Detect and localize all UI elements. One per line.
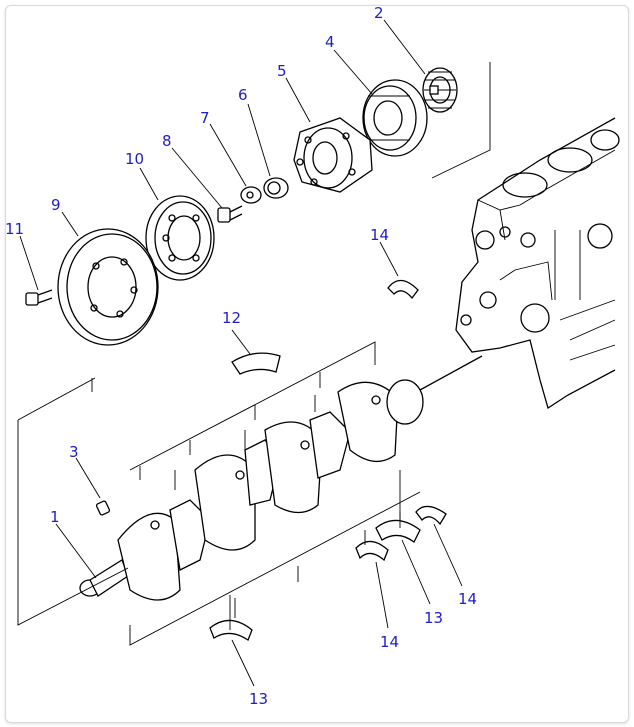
- diagram-frame: [5, 5, 629, 723]
- callout-14-lower: 14: [380, 633, 399, 651]
- callout-12: 12: [222, 309, 241, 327]
- crankshaft-part-1: [79, 355, 483, 601]
- callout-8: 8: [162, 132, 172, 150]
- callout-13-bottom: 13: [249, 690, 268, 708]
- main-bearing-lower-mid: [375, 519, 421, 543]
- thrust-washer-lower-left: [355, 540, 389, 562]
- callout-1: 1: [50, 508, 60, 526]
- callout-11: 11: [5, 220, 24, 238]
- callout-3: 3: [69, 443, 79, 461]
- callout-4: 4: [325, 33, 335, 51]
- assembly-brackets: [17, 341, 421, 646]
- large-pulley-part-9: [57, 228, 159, 346]
- callouts: 1 2 3 4 5 6 7 8 9 10 11 12 13 13 14 14 1…: [5, 4, 477, 708]
- callout-9: 9: [51, 196, 61, 214]
- callout-6: 6: [238, 86, 248, 104]
- callout-14-upper: 14: [370, 226, 389, 244]
- bolt-part-8: [217, 205, 243, 223]
- timing-ring-part-4: [362, 79, 428, 157]
- callout-14-right: 14: [458, 590, 477, 608]
- key-part-3: [95, 500, 111, 516]
- crank-gear-part-2: [422, 67, 458, 113]
- damper-hub-part-5: [293, 117, 373, 193]
- group-bracket-top: [431, 62, 491, 179]
- callout-13-right: 13: [424, 609, 443, 627]
- engine-block: [455, 117, 620, 410]
- thrust-washer-lower-right: [415, 505, 447, 526]
- callout-5: 5: [277, 62, 287, 80]
- callout-2: 2: [374, 4, 384, 22]
- main-bearing-lower-left: [209, 619, 253, 641]
- thrust-washer-upper: [387, 279, 419, 300]
- thrust-bearing-part-12: [231, 352, 281, 375]
- leader-lines: [19, 19, 463, 687]
- pulley-part-10: [145, 195, 215, 281]
- washer-part-7: [240, 186, 262, 204]
- callout-7: 7: [200, 109, 210, 127]
- bolt-part-11: [25, 289, 53, 306]
- spacer-part-6: [263, 177, 289, 199]
- callout-10: 10: [125, 150, 144, 168]
